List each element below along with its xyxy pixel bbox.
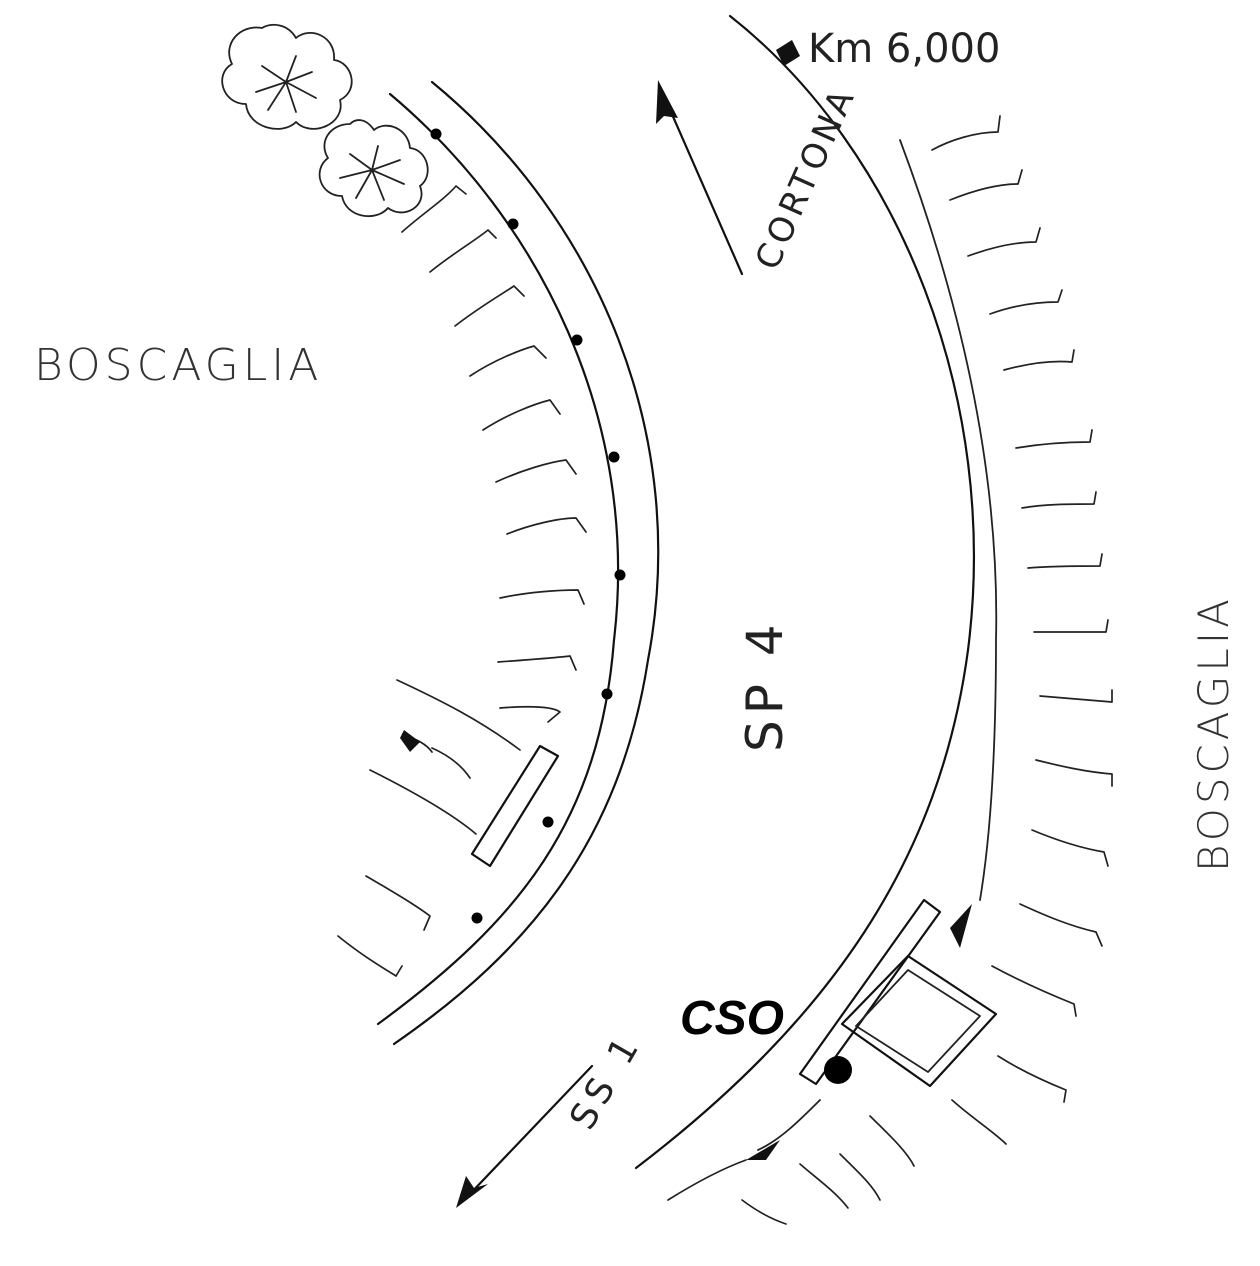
bottom-arrow-icon (746, 1099, 821, 1160)
km-marker-icon (776, 40, 800, 66)
left-vegetation-hatch (337, 185, 587, 977)
road-name-label: SP 4 (736, 618, 794, 752)
left-arrow-icon (400, 730, 433, 753)
right-arrow-icon (950, 904, 972, 948)
tree-icon-1 (221, 23, 353, 130)
cortona-label: CORTONA (748, 80, 864, 275)
ss1-label: SS 1 (562, 1026, 650, 1137)
cortona-direction-arrow (656, 80, 744, 276)
right-area-label: BOSCAGLIA (1189, 595, 1238, 872)
right-vegetation-hatch (667, 115, 1113, 1225)
fence-posts (430, 128, 626, 924)
left-fence-line (376, 92, 620, 1026)
right-road-edge (634, 14, 975, 1170)
right-fence-line (899, 139, 998, 901)
left-area-label: BOSCAGLIA (34, 340, 322, 391)
cso-structure (798, 898, 998, 1088)
left-road-edge (392, 80, 660, 1046)
km-marker-label: Km 6,000 (808, 26, 1000, 72)
tree-icon-2 (318, 119, 429, 217)
left-layby-rectangle (470, 744, 560, 868)
cso-site-marker (824, 1056, 852, 1084)
cso-label: CSO (680, 992, 784, 1045)
ss1-direction-arrow (456, 1064, 594, 1208)
